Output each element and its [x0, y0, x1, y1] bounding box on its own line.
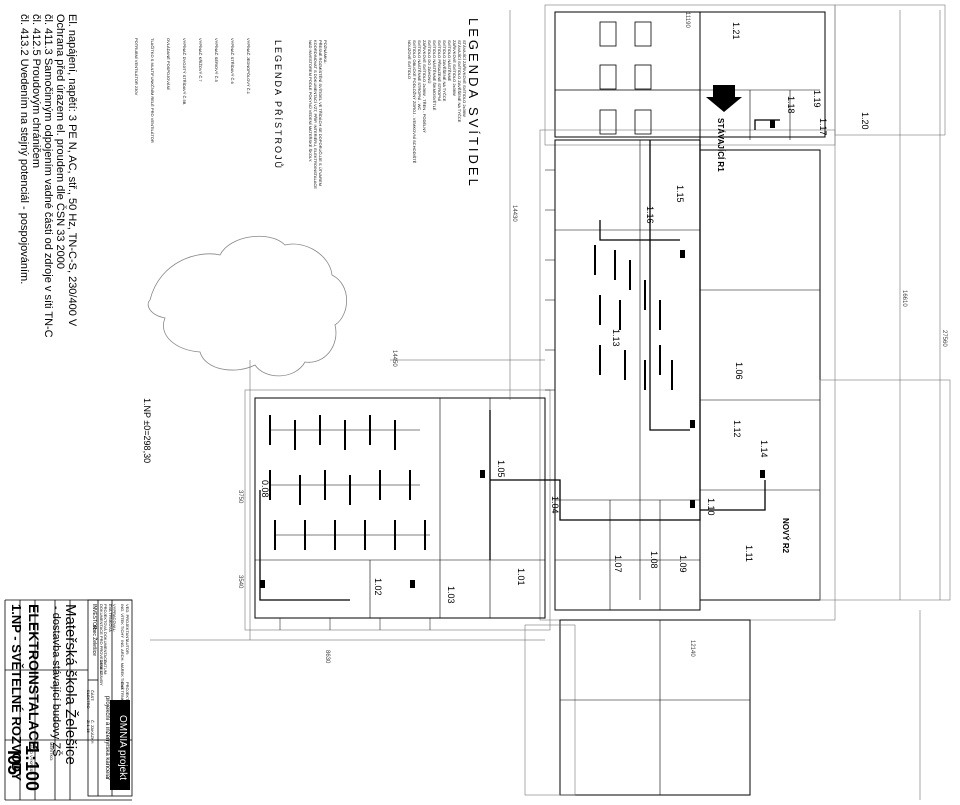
room-label: 1.11	[744, 545, 754, 562]
electrical-note: čl. 411.3 Samočinným odpojením vadné čás…	[42, 14, 54, 338]
room-label: 1.06	[734, 362, 744, 380]
wing-south-outline	[254, 397, 546, 619]
floor-level-label: 1.NP ±0=298,30	[142, 398, 152, 464]
electrical-note: čl. 412.5 Proudovým chráničem	[30, 14, 42, 169]
room-label: 1.03	[446, 586, 456, 604]
switch-item: VYPÍNAČ STŘÍDAVÝ Č.6	[230, 38, 235, 84]
drawn-name: EVA TRNKOVÁ	[108, 604, 113, 632]
project-subtitle: - dostavba stávající budovy ZŠ	[50, 606, 62, 757]
switch-item: POTRUBNÍ VENTILÁTOR 230V	[134, 38, 139, 96]
room-label: 1.20	[860, 112, 870, 130]
legend-item: SVÍTIDLO PŘISAZENÉ STROPNÍ	[437, 40, 442, 101]
room-label: 1.19	[812, 90, 822, 108]
annex-outline	[559, 619, 751, 796]
investor-name: obec Želešice	[91, 625, 97, 656]
drawing-title: ELEKTROINSTALACE	[26, 604, 42, 750]
dimension-label: 14450	[391, 350, 397, 367]
legend-note: KOORDINOVAT S DOKUMENTACÍ VZT, PŘÍP. INT…	[313, 40, 318, 189]
room-label: 1.07	[613, 555, 623, 573]
legend-item: STÁVAJÍCÍ ZÁŘIVKOVÉ SVÍTIDLO 2x36W	[462, 40, 467, 117]
legend-item: NOUZOVÉ SVÍTIDLO	[407, 40, 412, 80]
firm-tagline: projekční a inženýrská kancelář	[104, 696, 110, 781]
legend-item: STÁVAJÍCÍ SVÍTIDLO ZAVĚŠENÉ NA TYČCE	[457, 40, 462, 123]
legend-item: SVÍTIDLO ZAVĚŠENÉ NA TYČCE	[442, 40, 447, 102]
legend-item: SVÍTIDLO NÁSTĚNNÉ STROPNÍ - WC	[417, 40, 422, 111]
room-label: 0.08	[260, 480, 270, 498]
dimension-label: 12140	[689, 640, 695, 657]
legend-note: NAD INVESTOREM PODLE POKYNŮ VEDENÍ MATEŘ…	[308, 40, 313, 163]
riser-label: NOVÝ R2	[781, 518, 790, 554]
sheet-label: ČÍSLO VÝKRESU:	[29, 742, 34, 776]
legend-title: LEGENDA SVÍTIDEL	[466, 18, 481, 189]
room-label: 1.18	[786, 96, 796, 114]
switch-item: OVLÁDANÉ POSPOJOVÁNÍ	[166, 38, 171, 90]
date-value: 12/2011	[99, 660, 104, 675]
switch-legend-title: LEGENDA PŘÍSTROJŮ	[273, 40, 283, 171]
room-label: 1.13	[611, 329, 621, 347]
electrical-note: čl. 413.2 Uvedením na stejný potenciál -…	[18, 14, 30, 285]
legend-item: SVÍTIDLO DO ZÁHONŮ	[427, 40, 432, 84]
room-label: 1.21	[731, 22, 741, 40]
dimension-label: 3750	[237, 490, 243, 504]
dimension-label: 16610	[901, 290, 907, 307]
room-label: 1.16	[645, 206, 655, 224]
dimension-label: 8630	[324, 650, 330, 664]
switch-item: TLAČÍTKO S MULTIFUNKČNÍM RELÉ PRO VENTIL…	[150, 38, 155, 143]
room-label: 1.08	[649, 551, 659, 569]
riser-label: STÁVAJÍCÍ R1	[716, 118, 725, 172]
dimension-label: 3540	[237, 575, 243, 589]
room-label: 1.15	[675, 185, 685, 203]
entrance-arrow-icon	[706, 85, 742, 112]
drawing-number: I05	[4, 750, 24, 776]
room-label: 1.14	[759, 440, 769, 458]
designer-label: PROJEKTANT:	[125, 682, 130, 709]
part-value: ELEKTRO	[86, 690, 91, 709]
legend-note: PŘESNÉ ROZMÍSTĚNÍ SVÍTIDEL VE TŘÍDÁCH SE…	[318, 40, 323, 186]
legend-item: SVÍTIDLO NÁSTĚNNÉ	[447, 40, 452, 82]
room-label: 1.02	[373, 578, 383, 596]
electrical-note: El. napájení, napětí: 3 PE N, AC, stř., …	[66, 14, 78, 327]
switch-item: VYPÍNAČ SÉRIOVÝ Č.5	[214, 38, 219, 82]
room-label: 1.12	[732, 420, 742, 438]
order-value: Zl-1-15	[86, 720, 91, 733]
switch-item: VYPÍNAČ DVOJITÝ STŘÍDAVÝ Č.5B	[182, 38, 187, 105]
legend-item: ZÁŘIVKOVÉ SVÍTIDLO 2x36W	[452, 40, 457, 96]
responsible-name: ING. VÍTEK TICHÝ	[120, 604, 125, 638]
wing-east-outline	[554, 139, 701, 611]
room-label: 1.10	[706, 498, 716, 516]
author-label: AUTOR:	[125, 640, 130, 656]
dimension-label: 11190	[684, 12, 690, 28]
room-label: 1.17	[818, 118, 828, 136]
wing-east-rooms	[699, 149, 821, 601]
legend-note: POZNÁMKA:	[323, 40, 328, 64]
responsible-label: VED. PROJEKTANT:	[125, 604, 130, 642]
wing-north-outline	[554, 11, 826, 138]
firm-logo: OMNIA projekt	[117, 715, 128, 781]
room-label: 1.01	[516, 568, 526, 586]
project-title: Mateřská škola Želešice	[62, 604, 79, 765]
room-label: 1.05	[496, 460, 506, 478]
tree-outline	[147, 235, 347, 377]
electrical-note: Ochrana před úrazem el. proudem dle ČSN …	[54, 14, 66, 269]
switch-item: VYPÍNAČ KŘÍŽOVÝ Č.7	[198, 38, 203, 82]
legend-item: SVÍTIDLO NÁSTĚNNÉ ŠIKMOSVĚTLÉ	[432, 40, 437, 111]
dimension-label: 27560	[941, 330, 947, 347]
legend-item: SVÍTIDLO OBLICKÉ PODLOŽNÝ ZDROJ - VEMKOV…	[412, 40, 417, 164]
room-label: 1.09	[678, 555, 688, 573]
switch-item: VYPÍNAČ JEDNOPÓLOVÝ Č.1	[246, 38, 251, 95]
designer-name: EVA TRNKOVÁ	[120, 682, 125, 710]
legend-item: ZÁŘIVKOVÉ SVÍTIDLO 2x36W - TŘEN - PODÉLN…	[422, 40, 427, 133]
room-label: 1.04	[550, 496, 560, 514]
dimension-label: 14430	[511, 205, 517, 222]
scale-label: MĚŘÍTKO:	[49, 742, 54, 762]
